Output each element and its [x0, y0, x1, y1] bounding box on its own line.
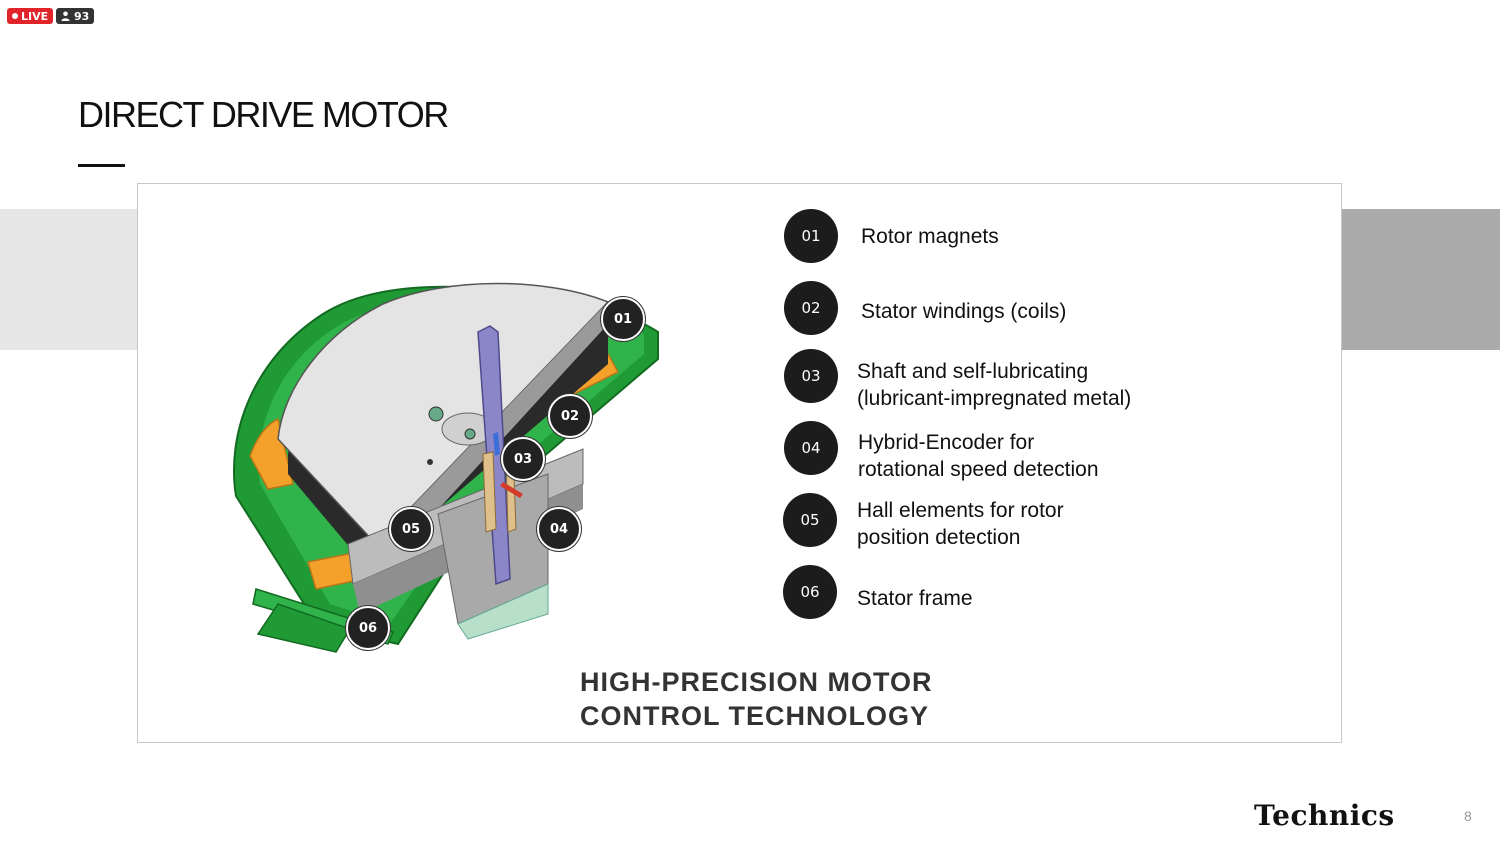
person-icon: [61, 11, 70, 21]
caption-line: CONTROL TECHNOLOGY: [580, 701, 930, 731]
motor-cutaway-illustration: [232, 282, 659, 653]
content-panel: 01 02 03 04 05 06 01 Rotor magnets 02 St…: [137, 183, 1342, 743]
legend-number-01: 01: [784, 209, 838, 263]
diagram-callout-05: 05: [389, 507, 433, 551]
legend-label-stator-windings: Stator windings (coils): [861, 298, 1066, 325]
legend-label-line: position detection: [857, 526, 1021, 549]
title-underline: [78, 164, 125, 167]
diagram-callout-06: 06: [346, 606, 390, 650]
diagram-callout-02: 02: [548, 394, 592, 438]
legend-label-shaft: Shaft and self-lubricating (lubricant-im…: [857, 358, 1131, 412]
diagram-callout-01: 01: [601, 297, 645, 341]
legend-label-line: rotational speed detection: [858, 458, 1099, 481]
panel-caption: HIGH-PRECISION MOTOR CONTROL TECHNOLOGY: [580, 665, 933, 733]
legend-number-02: 02: [784, 281, 838, 335]
legend-label-line: Rotor magnets: [861, 225, 999, 248]
legend-number-03: 03: [784, 349, 838, 403]
viewer-count: 93: [74, 9, 90, 23]
legend-number-04: 04: [784, 421, 838, 475]
legend-label-line: Stator windings (coils): [861, 300, 1067, 323]
live-label: LIVE: [21, 9, 49, 23]
live-badge: LIVE: [7, 8, 54, 24]
viewer-count-badge: 93: [56, 8, 95, 24]
legend-label-line: (lubricant-impregnated metal): [857, 387, 1132, 410]
legend-label-line: Hall elements for rotor: [857, 499, 1064, 522]
legend-label-stator-frame: Stator frame: [857, 585, 973, 612]
legend-label-hybrid-encoder: Hybrid-Encoder for rotational speed dete…: [858, 429, 1099, 483]
legend-label-line: Hybrid-Encoder for: [858, 431, 1035, 454]
legend-label-line: Shaft and self-lubricating: [857, 360, 1089, 383]
legend-number-06: 06: [783, 565, 837, 619]
page-number: 8: [1464, 808, 1472, 824]
legend-label-rotor-magnets: Rotor magnets: [861, 223, 999, 250]
diagram-callout-03: 03: [501, 437, 545, 481]
legend-label-line: Stator frame: [857, 587, 973, 610]
diagram-callout-04: 04: [537, 507, 581, 551]
brand-logo: Technics: [1254, 799, 1395, 832]
background-band-right: [1340, 209, 1500, 350]
slide-title: DIRECT DRIVE MOTOR: [78, 94, 449, 135]
legend-number-05: 05: [783, 493, 837, 547]
live-dot-icon: [12, 13, 18, 19]
background-band-left: [0, 209, 140, 350]
caption-line: HIGH-PRECISION MOTOR: [580, 667, 933, 697]
legend-label-hall-elements: Hall elements for rotor position detecti…: [857, 497, 1064, 551]
